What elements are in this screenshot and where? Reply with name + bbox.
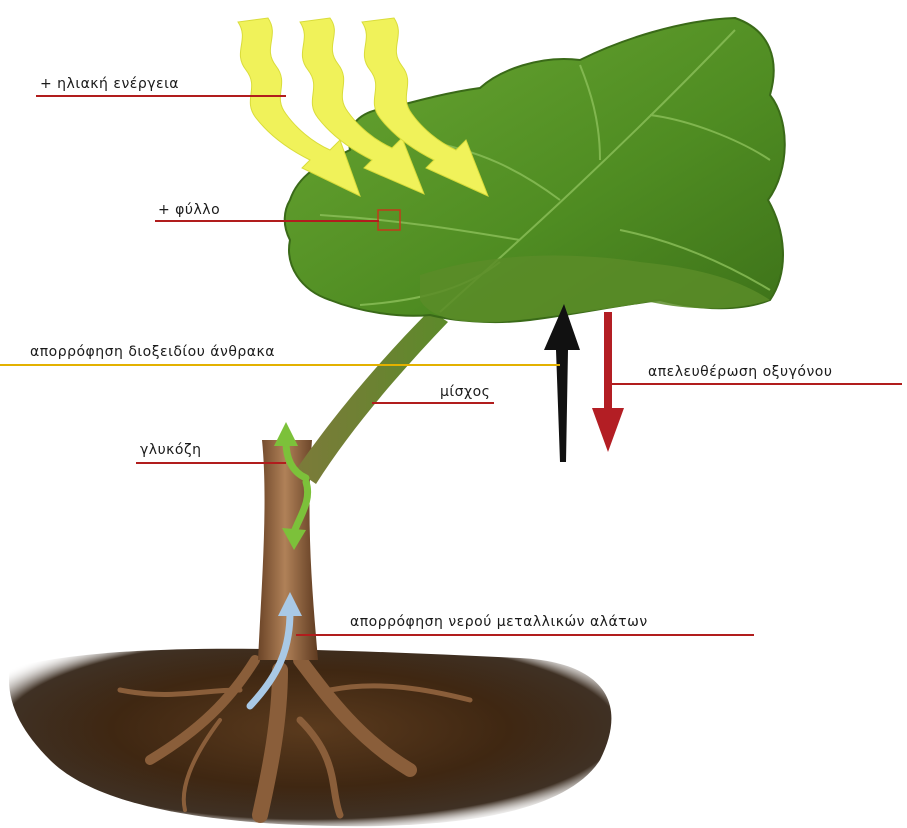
oxygen-arrow	[592, 312, 624, 452]
label-water-absorption: απορρόφηση νερού μεταλλικών αλάτων	[350, 614, 648, 630]
co2-arrow	[544, 304, 580, 462]
rule-solar-energy	[36, 95, 286, 97]
rule-glucose	[136, 462, 286, 464]
rule-oxygen-release	[612, 383, 902, 385]
label-oxygen-release: απελευθέρωση οξυγόνου	[648, 364, 832, 380]
label-stem: μίσχος	[440, 384, 490, 400]
label-solar-energy: + ηλιακή ενέργεια	[40, 76, 179, 92]
rule-stem	[372, 402, 494, 404]
rule-leaf	[155, 220, 379, 222]
rule-water-absorption	[296, 634, 754, 636]
glucose-arrowhead-up	[274, 422, 298, 446]
label-glucose: γλυκόζη	[140, 442, 201, 458]
label-leaf: + φύλλο	[158, 202, 220, 218]
rule-co2-absorption	[0, 364, 560, 366]
stalk	[296, 310, 448, 484]
label-co2-absorption: απορρόφηση διοξειδίου άνθρακα	[30, 344, 275, 360]
